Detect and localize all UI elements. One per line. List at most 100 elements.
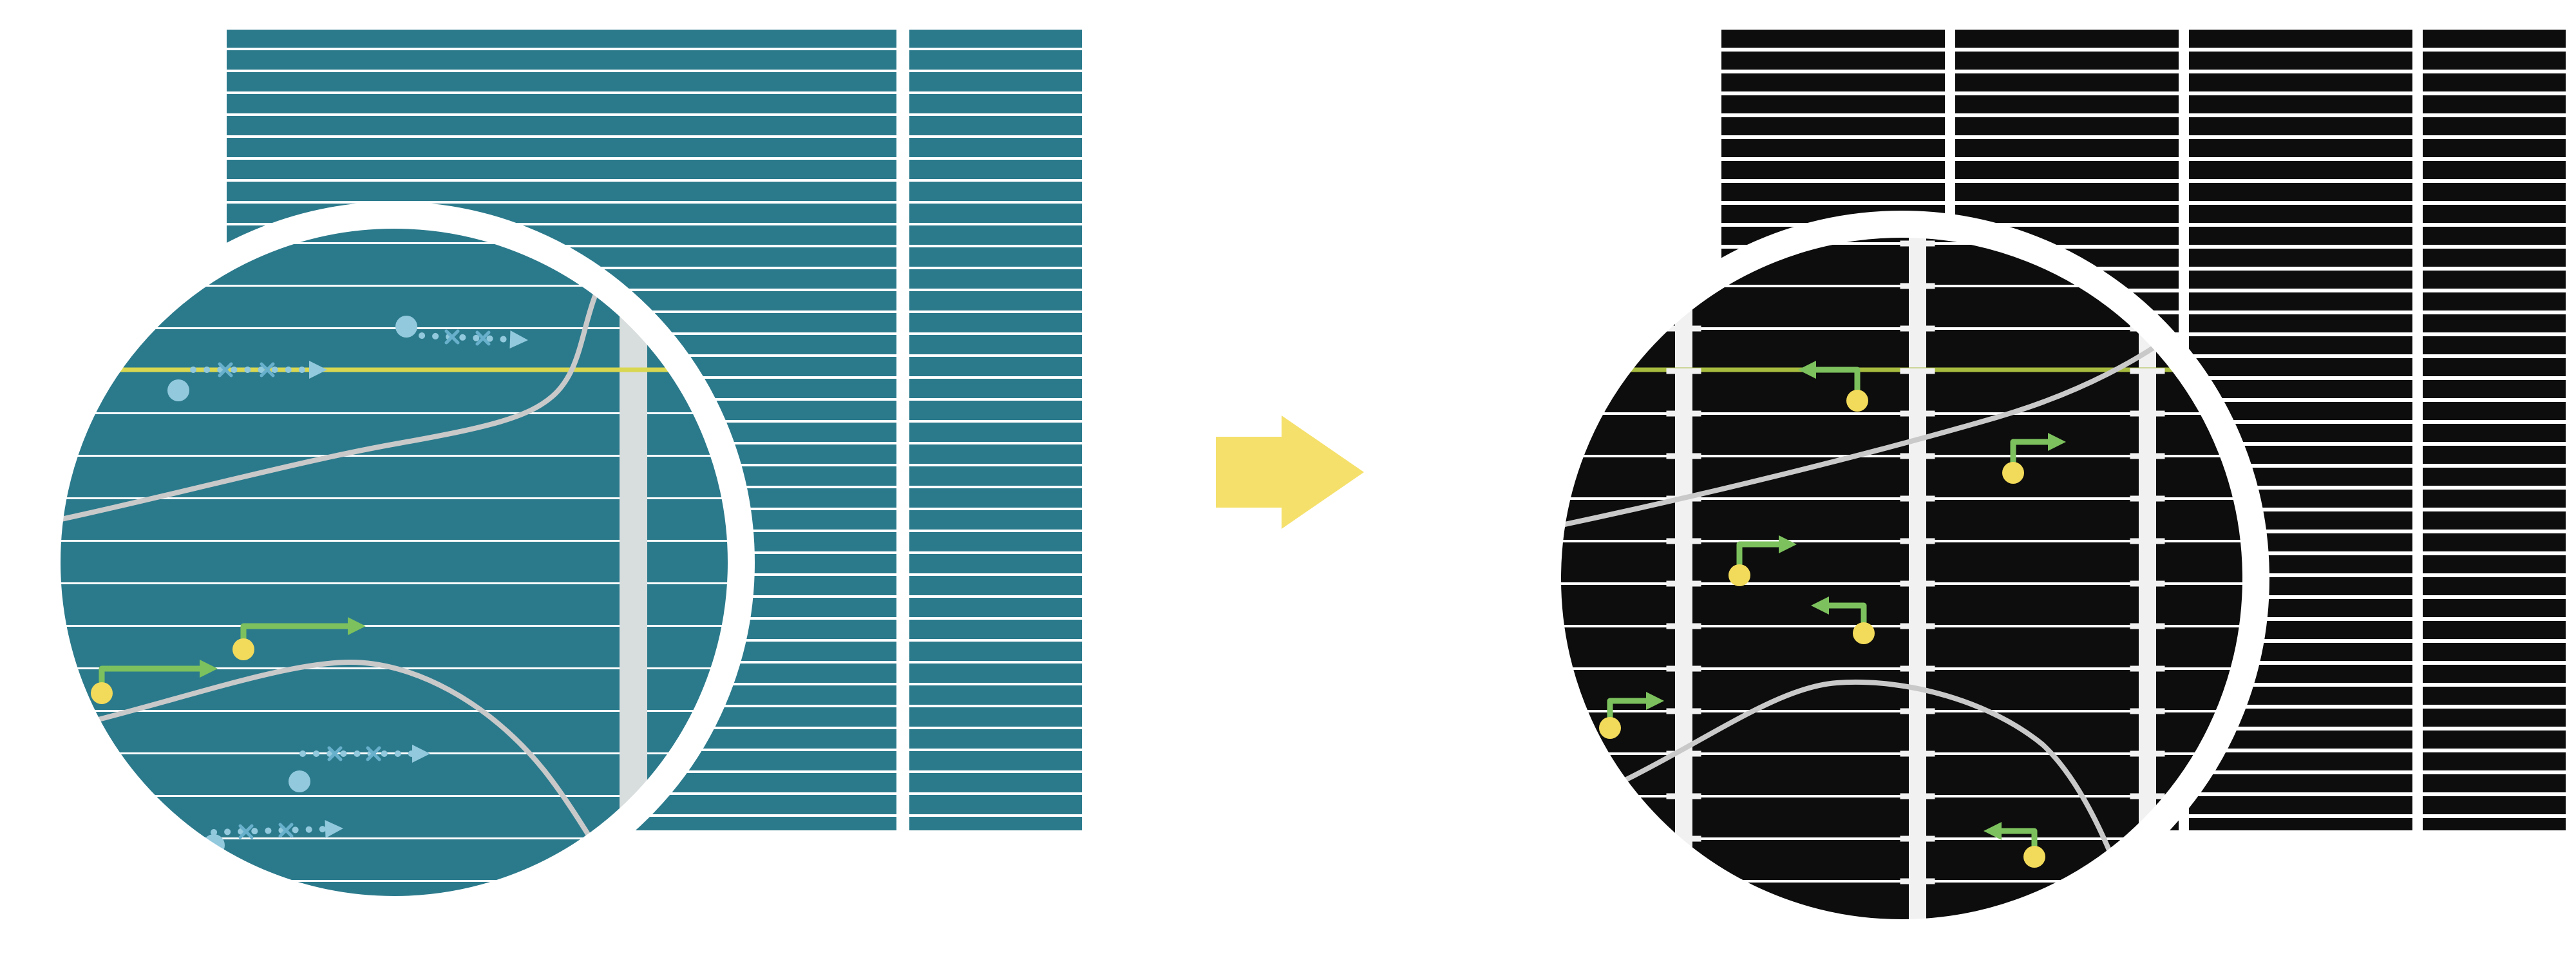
stripe-line — [1955, 70, 2179, 73]
stripe-line — [2189, 310, 2412, 314]
stripe-line — [227, 223, 896, 225]
stripe-line — [2189, 332, 2412, 336]
finger-line — [57, 327, 731, 329]
stripe-line — [1721, 113, 1945, 117]
finger-line — [57, 880, 731, 882]
green-arrowhead — [1646, 692, 1664, 710]
busbar-solder-pad — [1666, 240, 1701, 247]
green-arrowhead — [1984, 822, 2002, 840]
stripe-line — [1721, 91, 1945, 95]
stripe-line — [2423, 332, 2566, 336]
busbar-solder-pad — [1900, 325, 1935, 332]
highlighted-finger-line — [57, 367, 731, 372]
finger-line — [57, 540, 731, 542]
stripe-line — [2189, 354, 2412, 358]
stripe-line — [2423, 814, 2566, 818]
stripe-line — [909, 354, 1082, 357]
busbar-solder-pad — [1666, 836, 1701, 842]
stripe-line — [1721, 157, 1945, 161]
recombination-x-mark — [238, 824, 254, 839]
stripe-line — [2423, 179, 2566, 183]
recombination-x-mark — [278, 823, 294, 838]
stripe-line — [2423, 420, 2566, 424]
stripe-line — [1721, 48, 1945, 52]
magnifier-ring — [33, 202, 755, 923]
stripe-line — [909, 464, 1082, 466]
stripe-line — [227, 48, 896, 50]
stripe-line — [909, 48, 1082, 50]
electron-arrowhead — [325, 820, 343, 838]
stripe-line — [227, 91, 896, 94]
stripe-line — [2189, 70, 2412, 73]
busbar-solder-pad — [1666, 665, 1701, 672]
recombination-x-mark — [366, 746, 381, 761]
stripe-line — [2423, 749, 2566, 752]
stripe-line — [2423, 573, 2566, 577]
busbar-solder-pad — [2130, 538, 2165, 544]
busbar-solder-pad — [1666, 325, 1701, 332]
busbar-solder-pad — [1666, 750, 1701, 757]
busbar-solder-pad — [2130, 921, 2165, 922]
stripe-line — [909, 91, 1082, 94]
left-magnifier — [57, 225, 731, 899]
finger-line — [57, 710, 731, 712]
blue-carrier-dot — [167, 379, 189, 401]
stripe-line — [2423, 310, 2566, 314]
stripe-line — [2423, 530, 2566, 533]
stripe-line — [2189, 486, 2412, 490]
stripe-line — [227, 70, 896, 72]
left-side-cell-panel — [909, 30, 1082, 830]
stripe-line — [909, 157, 1082, 160]
electron-dotted-trail — [419, 332, 513, 343]
right-magnifier — [1558, 234, 2246, 922]
stripe-line — [2423, 705, 2566, 709]
stripe-line — [2189, 464, 2412, 468]
recombination-x-mark — [475, 330, 491, 346]
stripe-line — [2189, 289, 2412, 292]
finger-line — [57, 285, 731, 287]
stripe-line — [909, 420, 1082, 423]
finger-line — [57, 752, 731, 754]
right-cell-column-4-body — [2423, 30, 2566, 830]
stripe-line — [2189, 508, 2412, 511]
busbar-solder-pad — [1666, 580, 1701, 587]
busbar — [1675, 234, 1692, 922]
busbar-solder-pad — [2130, 665, 2165, 672]
finger-line — [57, 455, 731, 457]
stripe-line — [909, 332, 1082, 335]
busbar-solder-pad — [2130, 623, 2165, 629]
busbar-solder-pad — [1900, 368, 1935, 374]
busbar-solder-pad — [1666, 708, 1701, 714]
stripe-line — [2423, 486, 2566, 490]
busbar-solder-pad — [1900, 240, 1935, 247]
stripe-line — [909, 508, 1082, 510]
finger-line — [57, 497, 731, 499]
green-arrowhead — [2048, 433, 2066, 451]
stripe-line — [2423, 267, 2566, 271]
stripe-line — [227, 113, 896, 116]
stripe-line — [2189, 661, 2412, 665]
stripe-line — [2423, 398, 2566, 402]
stripe-line — [2423, 770, 2566, 774]
recombination-x-mark — [327, 746, 343, 761]
busbar-solder-pad — [1666, 793, 1701, 799]
grain-boundary-line — [1558, 679, 2136, 920]
stripe-line — [2189, 113, 2412, 117]
stripe-line — [909, 70, 1082, 72]
stripe-line — [2189, 201, 2412, 205]
stripe-line — [2423, 661, 2566, 665]
yellow-carrier-dot — [91, 682, 113, 704]
stripe-line — [2423, 595, 2566, 599]
stripe-line — [1955, 91, 2179, 95]
busbar-solder-pad — [2130, 708, 2165, 714]
stripe-line — [1955, 201, 2179, 205]
left-magnifier-background — [57, 225, 731, 899]
stripe-line — [909, 201, 1082, 204]
stripe-line — [227, 135, 896, 138]
busbar-solder-pad — [1666, 623, 1701, 629]
busbar-solder-pad — [2130, 495, 2165, 502]
busbar-solder-pad — [1666, 921, 1701, 922]
busbar-solder-pad — [1666, 410, 1701, 417]
busbar-solder-pad — [1900, 453, 1935, 459]
